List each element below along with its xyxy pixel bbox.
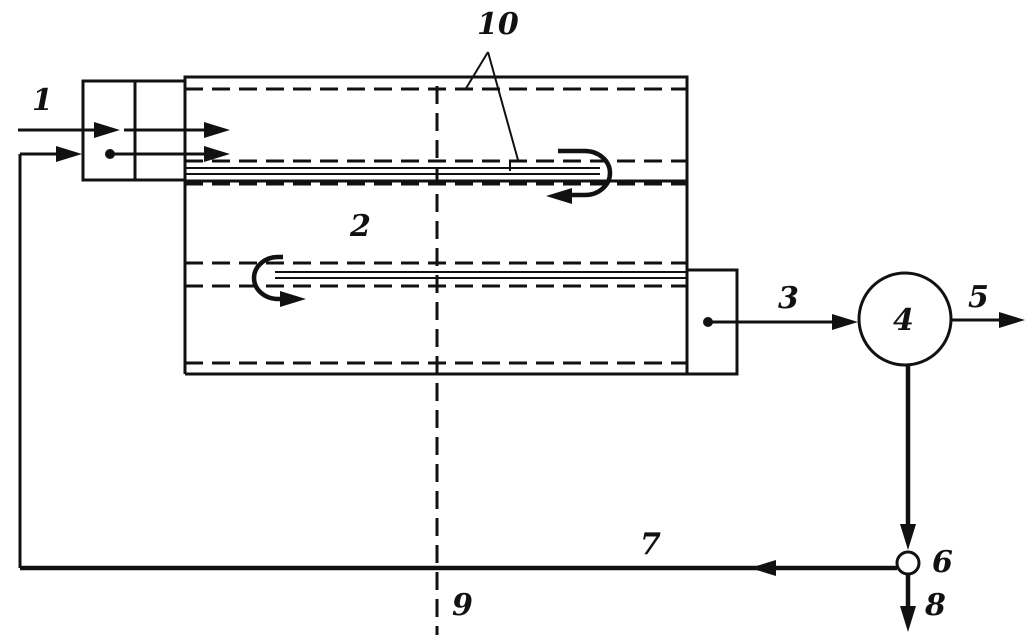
left-u-turn-arrow	[251, 254, 306, 307]
recycle-line	[18, 146, 897, 576]
splitter-node	[895, 550, 921, 576]
purge-arrow	[900, 574, 916, 632]
walls-leader-lines	[464, 51, 519, 161]
label-purge: 8	[924, 588, 946, 623]
product-arrow	[951, 312, 1025, 328]
label-recycle: 7	[640, 527, 661, 562]
label-splitter: 6	[932, 545, 953, 580]
outflow-arrow	[703, 314, 858, 330]
label-outflow: 3	[778, 281, 799, 316]
label-channel: 2	[349, 209, 371, 244]
inlet-arrow	[18, 122, 120, 138]
label-product: 5	[968, 280, 989, 315]
right-u-turn-arrow	[546, 148, 613, 204]
label-separator: 4	[893, 303, 914, 338]
label-axis: 9	[452, 588, 473, 623]
lower-wall	[275, 271, 687, 279]
label-inlet: 1	[32, 83, 53, 118]
upper-wall	[185, 161, 600, 175]
separator-to-splitter-arrow	[900, 365, 916, 550]
mixer-flow-arrows	[105, 122, 230, 162]
label-walls: 10	[477, 7, 519, 42]
